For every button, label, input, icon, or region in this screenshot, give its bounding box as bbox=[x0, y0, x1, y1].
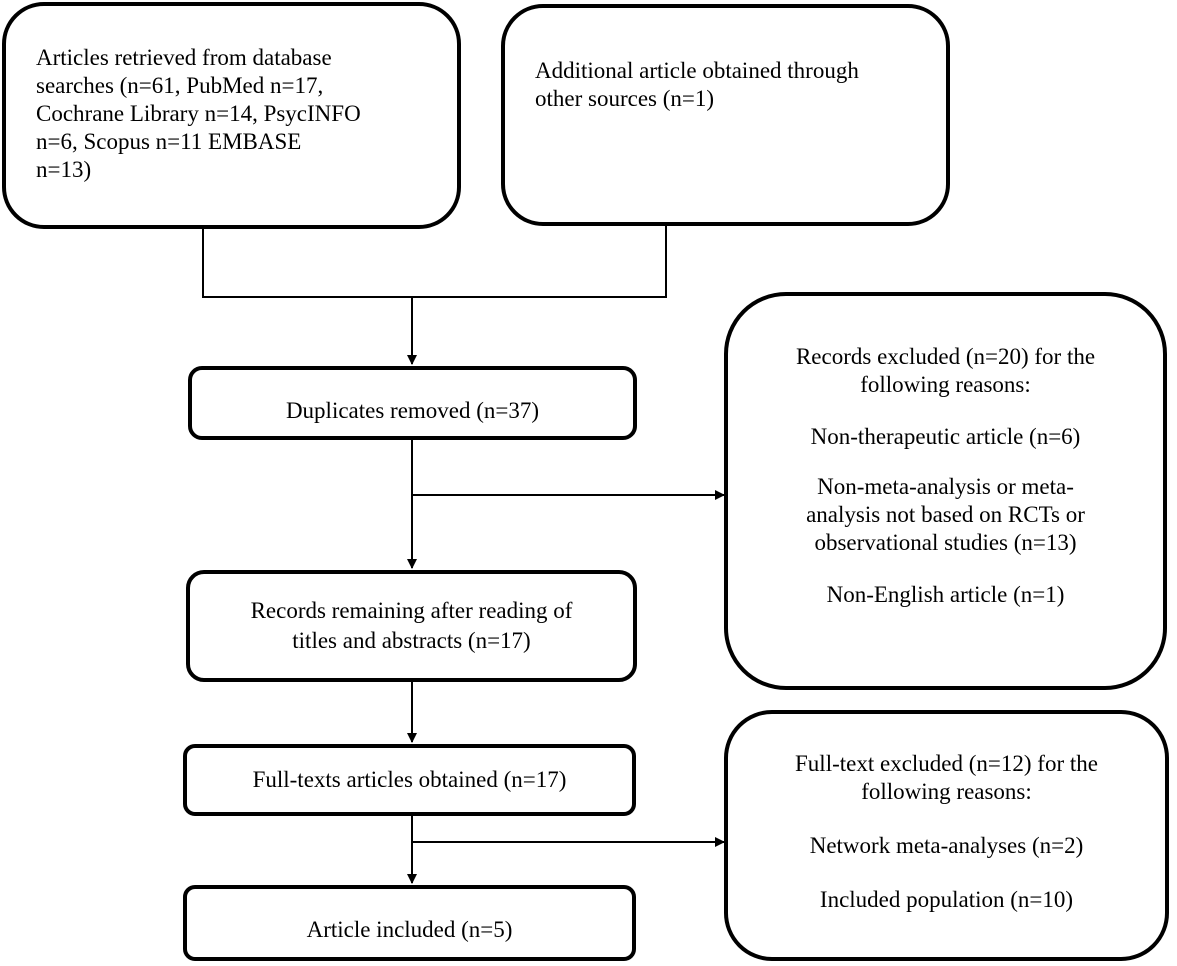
fulltext-excluded-reason: Included population (n=10) bbox=[819, 887, 1074, 912]
duplicates-box: Duplicates removed (n=37) bbox=[188, 366, 637, 440]
fulltext-excluded-box: Full-text excluded (n=12) for the follow… bbox=[724, 710, 1169, 961]
records-remaining-line: titles and abstracts (n=17) bbox=[292, 628, 531, 653]
db-search-line: Cochrane Library n=14, PsycINFO bbox=[36, 101, 361, 126]
other-sources-line: other sources (n=1) bbox=[535, 86, 715, 111]
records-excluded-header: Records excluded (n=20) for the bbox=[795, 344, 1096, 369]
fulltext-excluded-reason: Network meta-analyses (n=2) bbox=[809, 833, 1084, 858]
merge-connector bbox=[202, 226, 667, 298]
full-texts-box: Full-texts articles obtained (n=17) bbox=[183, 744, 636, 816]
db-search-box: Articles retrieved from database searche… bbox=[2, 2, 461, 229]
records-remaining-line: Records remaining after reading of bbox=[250, 598, 573, 623]
included-box: Article included (n=5) bbox=[183, 885, 636, 961]
duplicates-text: Duplicates removed (n=37) bbox=[285, 398, 540, 423]
db-search-line: n=13) bbox=[36, 157, 92, 182]
db-search-line: n=6, Scopus n=11 EMBASE bbox=[36, 129, 302, 154]
fulltext-excluded-header: following reasons: bbox=[861, 779, 1032, 804]
records-excluded-header: following reasons: bbox=[860, 372, 1031, 397]
other-sources-line: Additional article obtained through bbox=[535, 58, 859, 83]
records-remaining-box: Records remaining after reading of title… bbox=[186, 570, 637, 682]
records-excluded-box: Records excluded (n=20) for the followin… bbox=[724, 292, 1167, 690]
full-texts-text: Full-texts articles obtained (n=17) bbox=[252, 767, 567, 792]
records-excluded-reason: Non-English article (n=1) bbox=[826, 582, 1065, 607]
other-sources-box: Additional article obtained through othe… bbox=[501, 4, 950, 226]
records-excluded-reason: observational studies (n=13) bbox=[814, 530, 1077, 555]
records-excluded-reason: Non-therapeutic article (n=6) bbox=[810, 424, 1081, 449]
records-excluded-reason: analysis not based on RCTs or bbox=[806, 502, 1085, 527]
db-search-line: searches (n=61, PubMed n=17, bbox=[36, 73, 324, 98]
included-text: Article included (n=5) bbox=[306, 917, 513, 942]
records-excluded-reason: Non-meta-analysis or meta- bbox=[817, 474, 1074, 499]
fulltext-excluded-header: Full-text excluded (n=12) for the bbox=[795, 751, 1098, 776]
db-search-line: Articles retrieved from database bbox=[36, 45, 332, 70]
